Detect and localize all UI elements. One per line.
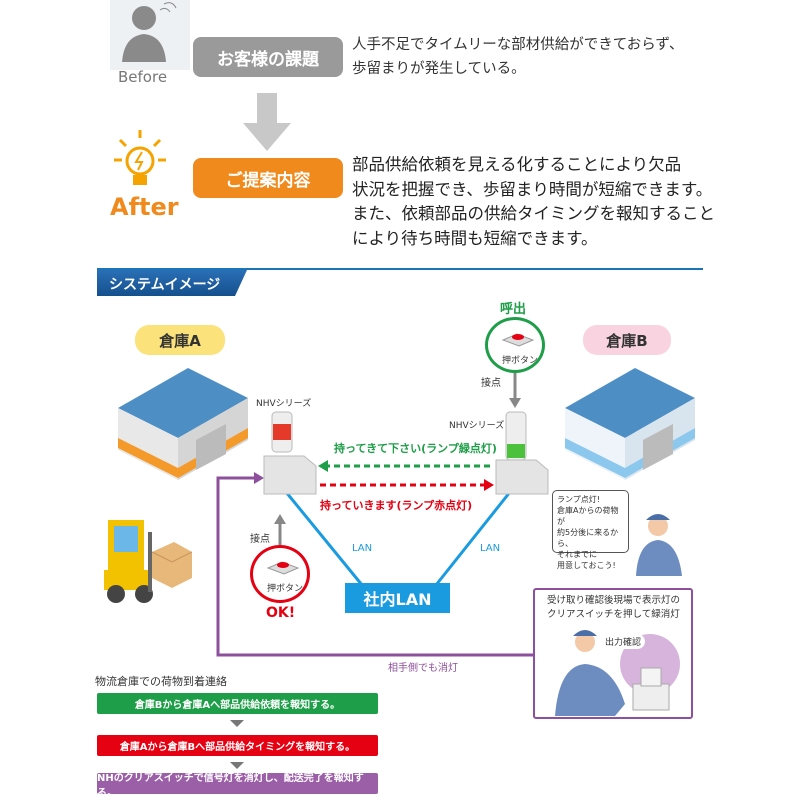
lan-box: 社内LAN [345, 583, 450, 613]
warehouse-a-icon [118, 368, 248, 487]
flow-step-3: NHのクリアスイッチで信号灯を消灯し、配送完了を報知する。 [97, 773, 378, 799]
before-text: 人手不足でタイムリーな部材供給ができておらず、 歩留まりが発生している。 [352, 33, 683, 81]
before-person-icon [110, 0, 190, 70]
lan-right-label: LAN [480, 543, 501, 554]
signal-tower-right-icon [494, 410, 552, 500]
before-text-line: 歩留まりが発生している。 [352, 61, 526, 77]
push-button-icon [266, 561, 300, 575]
push-button-right-label: 押ボタン [502, 356, 539, 366]
purple-return-arrow [216, 476, 533, 657]
before-pill: お客様の課題 [193, 37, 343, 77]
after-text: 部品供給依頼を見える化することにより欠品 状況を把握でき、歩留まり時間が短縮でき… [352, 153, 715, 251]
contact-left-label: 接点 [250, 534, 270, 545]
green-message: 持ってきて下さい(ランプ緑点灯) [334, 442, 497, 455]
after-text-line: 部品供給依頼を見える化することにより欠品 [352, 155, 682, 174]
after-text-line: また、依頼部品の供給タイミングを報知すること [352, 204, 715, 223]
purple-message: 相手側でも消灯 [388, 663, 458, 674]
before-label: Before [118, 68, 168, 86]
call-label: 呼出 [500, 302, 527, 317]
flow-arrow-icon [230, 762, 244, 769]
contact-right-label: 接点 [481, 378, 501, 389]
warehouse-a-label: 倉庫A [135, 325, 225, 355]
after-text-line: 状況を把握でき、歩留まり時間が短縮できます。 [352, 179, 713, 199]
ok-label: OK! [266, 605, 296, 621]
bubble-line: ランプ点灯! [557, 495, 600, 504]
signal-tower-left-icon [262, 410, 320, 500]
worker-confirm-icon [555, 630, 680, 716]
after-label: After [110, 193, 179, 221]
lan-left-label: LAN [352, 543, 373, 554]
down-arrow-icon [243, 93, 291, 155]
confirm-line: クリアスイッチを押して緑消灯 [547, 609, 680, 620]
bubble-line: 用意しておこう! [557, 561, 616, 570]
bubble-line: それまでに [557, 550, 597, 559]
section-title: システムイメージ [97, 270, 247, 296]
red-message: 持っていきます(ランプ赤点灯) [320, 499, 473, 512]
worker-icon [628, 508, 688, 580]
confirm-line: 受け取り確認後現場で表示灯の [547, 595, 681, 606]
lan-line-right [434, 491, 512, 586]
speech-bubble: ランプ点灯! 倉庫Aからの荷物が 約5分後に来るから、 それまでに 用意しておこ… [552, 490, 629, 570]
flow-step-2: 倉庫Aから倉庫Bへ部品供給タイミングを報知する。 [97, 735, 378, 756]
before-text-line: 人手不足でタイムリーな部材供給ができておらず、 [352, 37, 684, 53]
push-button-left-label: 押ボタン [267, 584, 304, 594]
bubble-line: 倉庫Aからの荷物が [557, 506, 619, 526]
lan-line-left [284, 491, 364, 586]
flow-arrow-icon [230, 720, 244, 727]
warehouse-b-icon [565, 368, 695, 487]
bubble-line: 約5分後に来るから、 [557, 528, 619, 548]
nhv-left-label: NHVシリーズ [256, 399, 312, 409]
push-button-left: 押ボタン [250, 545, 310, 603]
after-text-line: により待ち時間も短縮できます。 [352, 228, 598, 248]
push-button-right: 押ボタン [485, 317, 545, 373]
output-confirm-label: 出力確認 [601, 634, 646, 649]
section-divider [97, 268, 703, 270]
confirm-box: 受け取り確認後現場で表示灯の クリアスイッチを押して緑消灯 出力確認 [533, 588, 693, 719]
push-button-icon [501, 333, 535, 347]
flow-title: 物流倉庫での荷物到着連絡 [95, 675, 227, 688]
after-pill: ご提案内容 [193, 158, 343, 198]
flow-step-1: 倉庫Bから倉庫Aへ部品供給依頼を報知する。 [97, 693, 378, 714]
nhv-right-label: NHVシリーズ [449, 421, 505, 431]
lightbulb-icon [112, 128, 168, 196]
warehouse-b-label: 倉庫B [583, 325, 671, 355]
forklift-icon [100, 512, 193, 611]
